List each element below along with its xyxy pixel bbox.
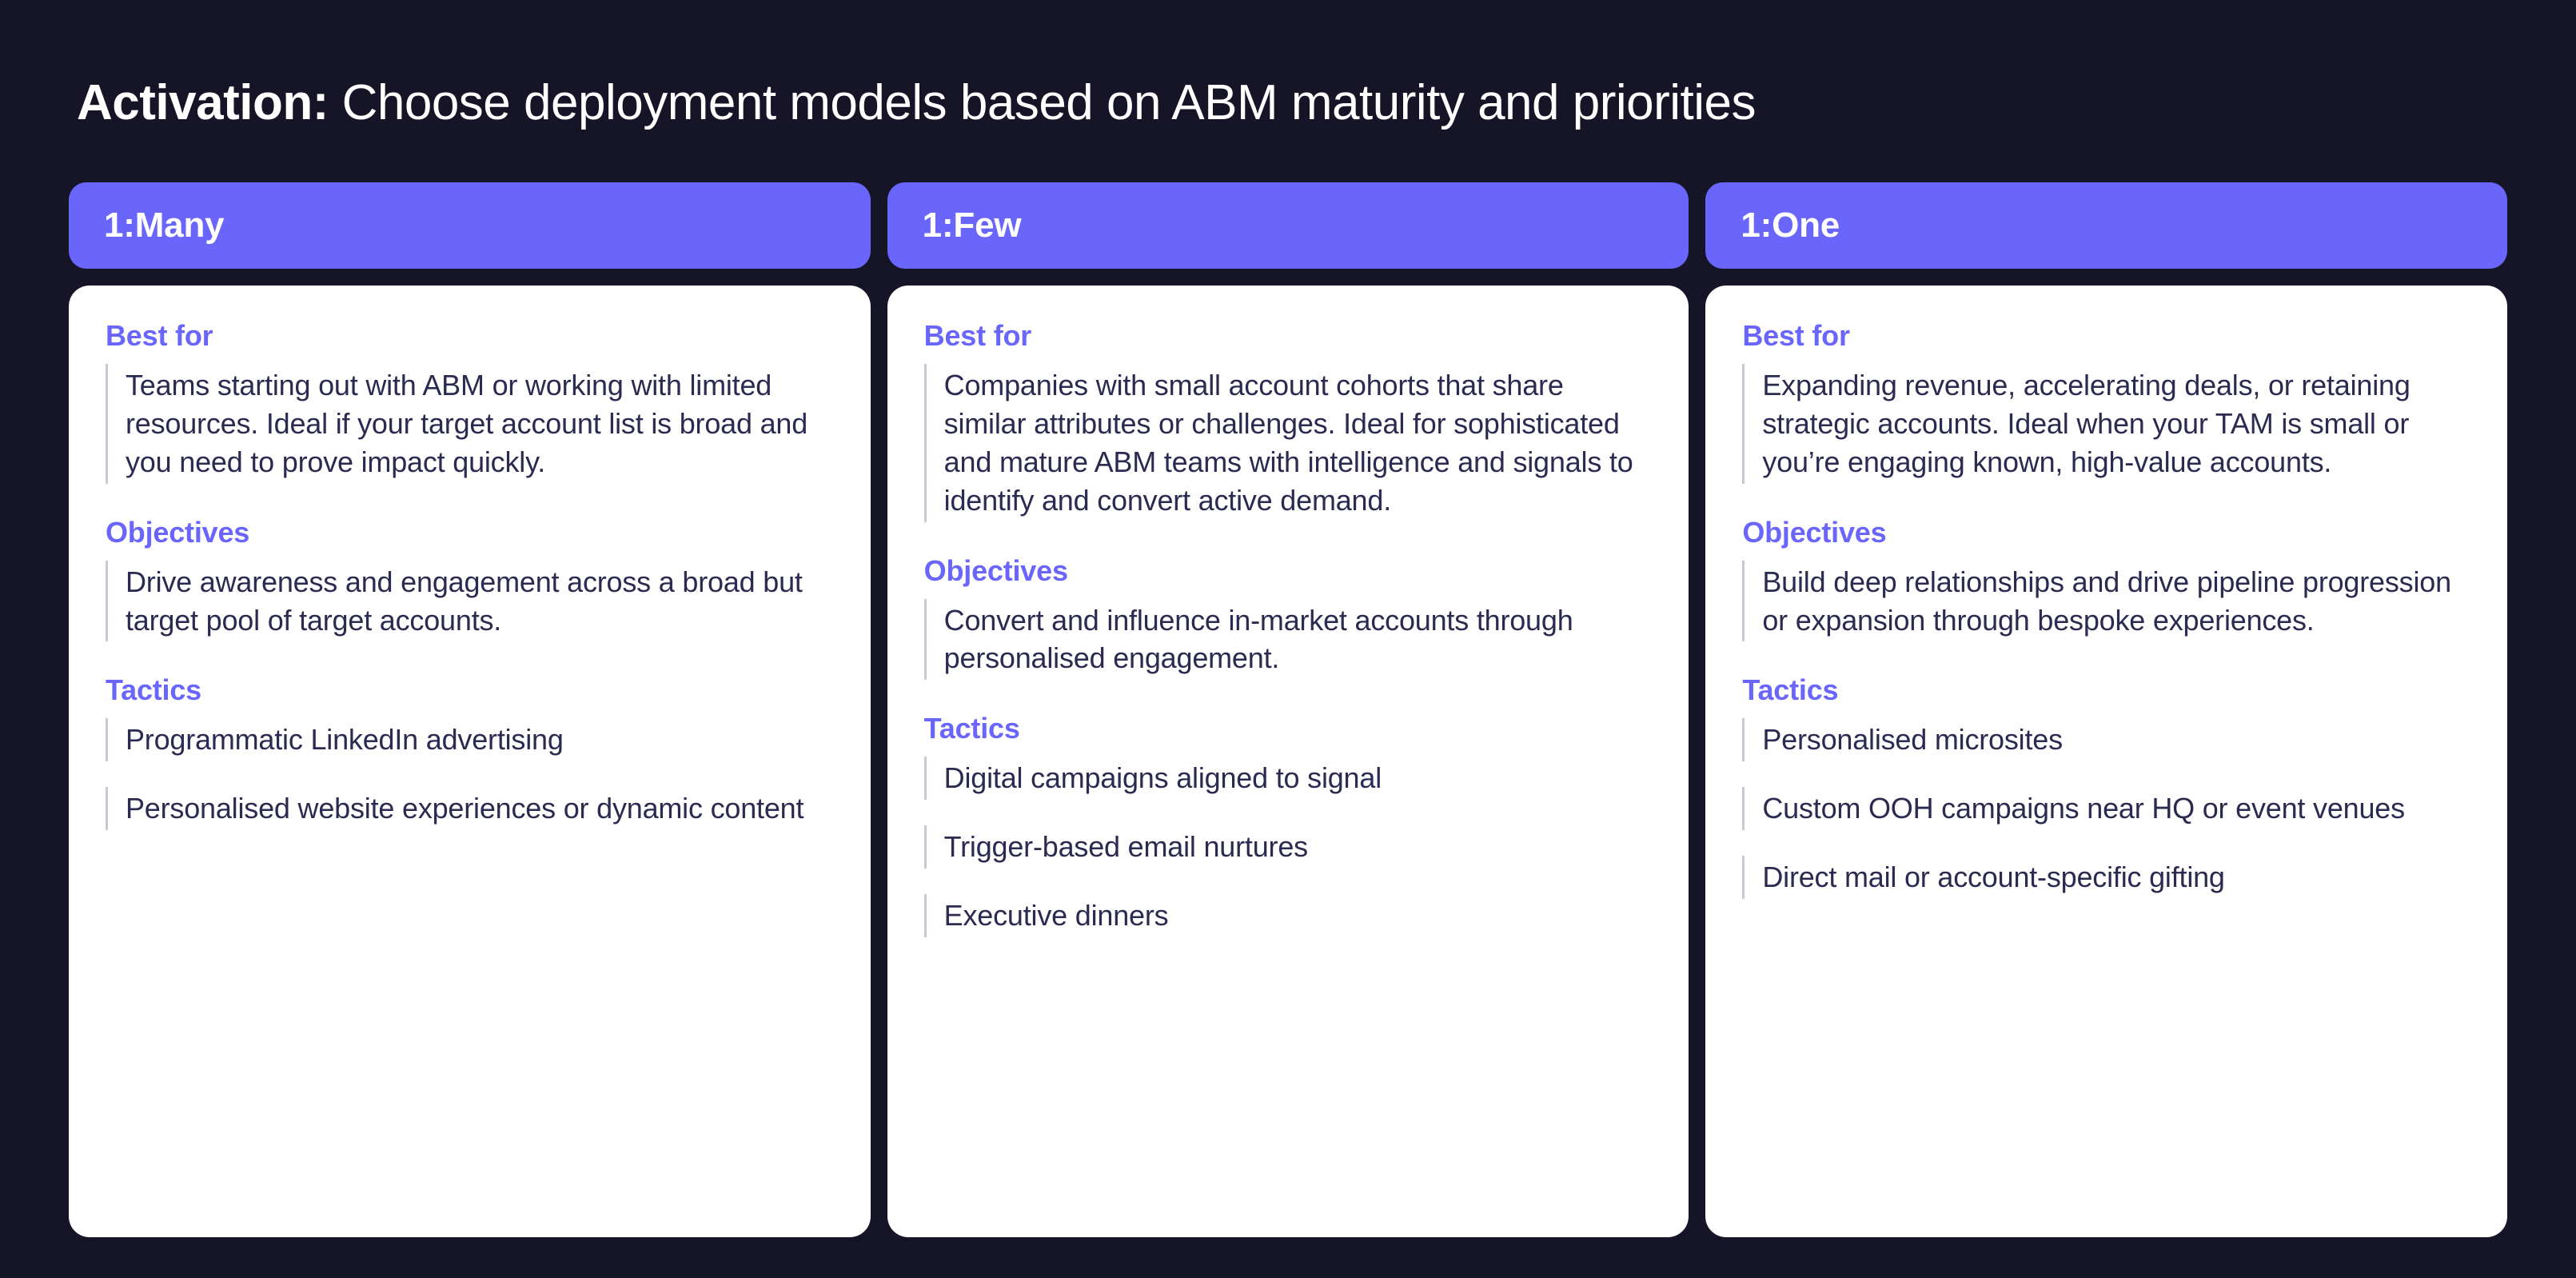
section-title: Best for: [1742, 319, 1850, 352]
column-header-1-many[interactable]: 1:Many: [69, 182, 871, 269]
section-tactics: Tactics Programmatic LinkedIn advertisin…: [106, 673, 834, 831]
page-title-rest: Choose deployment models based on ABM ma…: [328, 74, 1757, 130]
section-entry: Personalised website experiences or dyna…: [106, 787, 834, 831]
section-best-for: Best for Teams starting out with ABM or …: [106, 319, 834, 484]
section-entry: Convert and influence in-market accounts…: [923, 598, 1653, 681]
page-title-strong: Activation:: [77, 74, 329, 130]
section-objectives: Objectives Drive awareness and engagemen…: [106, 516, 834, 642]
section-entry: Direct mail or account-specific gifting: [1742, 856, 2470, 899]
column-header-1-one[interactable]: 1:One: [1705, 182, 2508, 269]
section-tactics: Tactics Digital campaigns aligned to sig…: [923, 712, 1653, 937]
deployment-model-columns: 1:Many Best for Teams starting out with …: [69, 182, 2508, 1237]
column-card: Best for Companies with small account co…: [887, 286, 1689, 1237]
section-title: Objectives: [106, 515, 250, 549]
section-title: Tactics: [1742, 673, 1839, 707]
column-header-label: 1:Many: [104, 206, 225, 245]
deployment-model-column: 1:One Best for Expanding revenue, accele…: [1705, 182, 2508, 1237]
page-title: Activation: Choose deployment models bas…: [77, 75, 2475, 130]
section-entry: Personalised microsites: [1742, 718, 2470, 762]
section-title: Objectives: [1742, 515, 1887, 549]
section-objectives: Objectives Convert and influence in-mark…: [923, 553, 1653, 681]
section-title: Best for: [106, 319, 213, 352]
section-title: Objectives: [923, 553, 1068, 587]
section-tactics: Tactics Personalised microsites Custom O…: [1742, 673, 2470, 899]
section-title: Tactics: [923, 712, 1020, 745]
section-entry: Teams starting out with ABM or working w…: [106, 364, 834, 484]
section-entry: Custom OOH campaigns near HQ or event ve…: [1742, 787, 2470, 831]
section-best-for: Best for Companies with small account co…: [923, 319, 1653, 522]
section-title: Tactics: [106, 673, 201, 707]
column-header-1-few[interactable]: 1:Few: [887, 182, 1689, 269]
section-entry: Executive dinners: [923, 894, 1653, 937]
deployment-model-column: 1:Many Best for Teams starting out with …: [69, 182, 871, 1237]
section-entry: Trigger-based email nurtures: [923, 825, 1653, 869]
column-card: Best for Expanding revenue, accelerating…: [1705, 286, 2508, 1237]
column-card: Best for Teams starting out with ABM or …: [69, 286, 871, 1237]
section-objectives: Objectives Build deep relationships and …: [1742, 516, 2470, 642]
column-header-label: 1:One: [1741, 206, 1840, 245]
section-entry: Drive awareness and engagement across a …: [106, 560, 834, 642]
column-header-label: 1:Few: [922, 206, 1022, 245]
section-entry: Programmatic LinkedIn advertising: [106, 718, 834, 762]
section-entry: Expanding revenue, accelerating deals, o…: [1742, 364, 2470, 484]
section-entry: Companies with small account cohorts tha…: [923, 364, 1653, 522]
section-title: Best for: [923, 319, 1032, 352]
section-entry: Digital campaigns aligned to signal: [923, 757, 1653, 801]
section-entry: Build deep relationships and drive pipel…: [1742, 560, 2470, 642]
section-best-for: Best for Expanding revenue, accelerating…: [1742, 319, 2470, 484]
deployment-model-column: 1:Few Best for Companies with small acco…: [887, 182, 1689, 1237]
